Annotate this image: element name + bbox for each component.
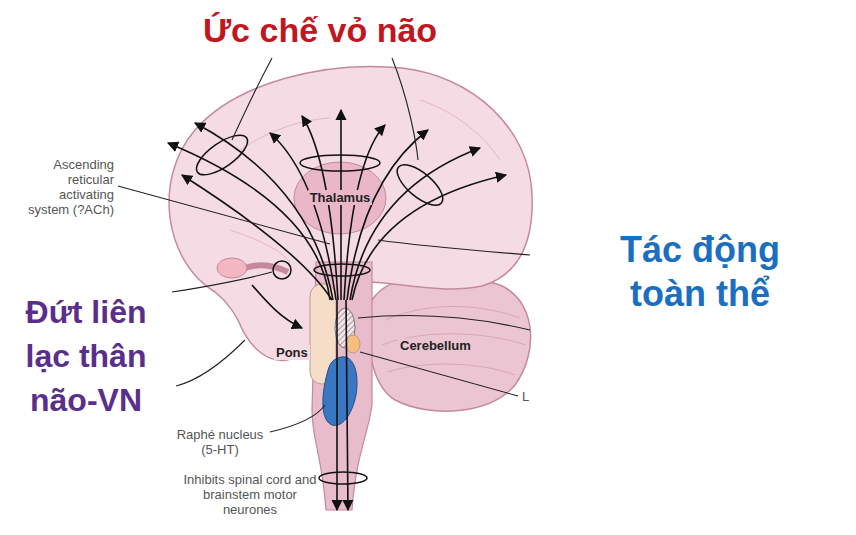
disconnection-label: Đứt liên lạc thân não-VN bbox=[6, 290, 166, 422]
raphe-nucleus bbox=[323, 357, 357, 426]
ascending-arrows bbox=[168, 110, 506, 300]
aras-label: Ascending reticular activating system (?… bbox=[22, 157, 114, 217]
cerebrum bbox=[169, 66, 532, 360]
pons-label: Pons bbox=[274, 345, 310, 360]
global-effect-label: Tác động toàn thể bbox=[585, 228, 815, 316]
cut-label: L bbox=[522, 389, 536, 404]
cerebellum-label: Cerebellum bbox=[398, 338, 473, 353]
inhibits-label: Inhibits spinal cord and brainstem motor… bbox=[182, 472, 318, 517]
leader-lines bbox=[118, 58, 530, 432]
cerebellum bbox=[368, 275, 531, 411]
raphe-label: Raphé nucleus (5-HT) bbox=[170, 427, 270, 457]
cortex-inhibition-label: Ức chế vỏ não bbox=[180, 10, 460, 50]
pituitary-stalk bbox=[245, 265, 288, 272]
pituitary bbox=[217, 258, 247, 278]
cerebellum-folia bbox=[382, 306, 526, 375]
locus-coeruleus bbox=[346, 335, 360, 353]
thalamus-label: Thalamus bbox=[308, 190, 373, 205]
thalamus-shape bbox=[294, 162, 386, 234]
